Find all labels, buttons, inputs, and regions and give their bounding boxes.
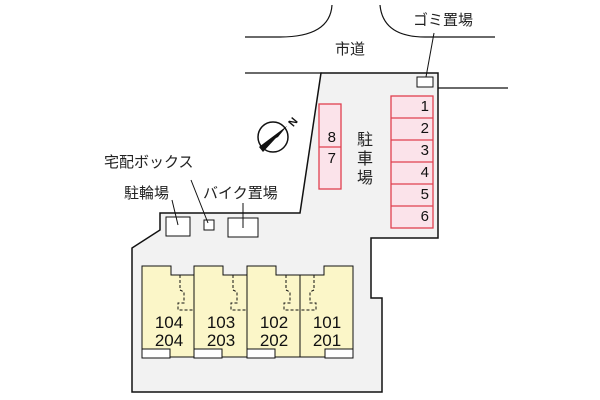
parking-label-text: 駐車場 bbox=[356, 130, 373, 187]
parking-right-column bbox=[390, 95, 434, 229]
garbage-label: ゴミ置場 bbox=[413, 11, 474, 29]
unit-second-floor: 203 bbox=[206, 331, 236, 350]
delivery-box bbox=[203, 219, 215, 231]
building bbox=[141, 265, 354, 359]
road-edge-top-right bbox=[379, 4, 495, 38]
parking-space-2: 2 bbox=[420, 120, 429, 137]
bicycle-label: 駐輪場 bbox=[124, 184, 170, 202]
parking-space-3: 3 bbox=[420, 142, 429, 159]
motorbike-label: バイク置場 bbox=[203, 184, 278, 202]
unit-second-floor: 202 bbox=[259, 331, 289, 350]
parking-space-6: 6 bbox=[420, 208, 429, 225]
road-edge-top-left bbox=[245, 4, 333, 38]
unit-103-203: 103 203 bbox=[196, 314, 246, 350]
unit-second-floor: 201 bbox=[312, 331, 342, 350]
parking-left-column bbox=[318, 103, 342, 190]
unit-104-204: 104 204 bbox=[144, 314, 194, 350]
unit-first-floor: 102 bbox=[259, 313, 289, 332]
unit-101-201: 101 201 bbox=[302, 314, 352, 350]
parking-label: 駐車場 bbox=[356, 130, 374, 187]
parking-space-4: 4 bbox=[420, 164, 429, 181]
bicycle-parking bbox=[165, 216, 191, 237]
parking-space-7: 7 bbox=[327, 150, 336, 167]
parking-space-5: 5 bbox=[420, 186, 429, 203]
unit-first-floor: 104 bbox=[154, 313, 184, 332]
delivery-leader-line bbox=[190, 179, 209, 224]
compass-icon: N bbox=[257, 115, 301, 153]
unit-102-202: 102 202 bbox=[249, 314, 299, 350]
bicycle-leader-line bbox=[171, 199, 179, 226]
parking-space-8: 8 bbox=[327, 129, 336, 146]
unit-first-floor: 101 bbox=[312, 313, 342, 332]
svg-text:N: N bbox=[286, 115, 300, 129]
garbage-leader-line bbox=[425, 32, 435, 78]
delivery-box-label: 宅配ボックス bbox=[104, 153, 194, 171]
unit-first-floor: 103 bbox=[206, 313, 236, 332]
garbage-area bbox=[416, 76, 434, 88]
unit-second-floor: 204 bbox=[154, 331, 184, 350]
road-label: 市道 bbox=[335, 40, 366, 58]
parking-space-1: 1 bbox=[420, 98, 429, 115]
